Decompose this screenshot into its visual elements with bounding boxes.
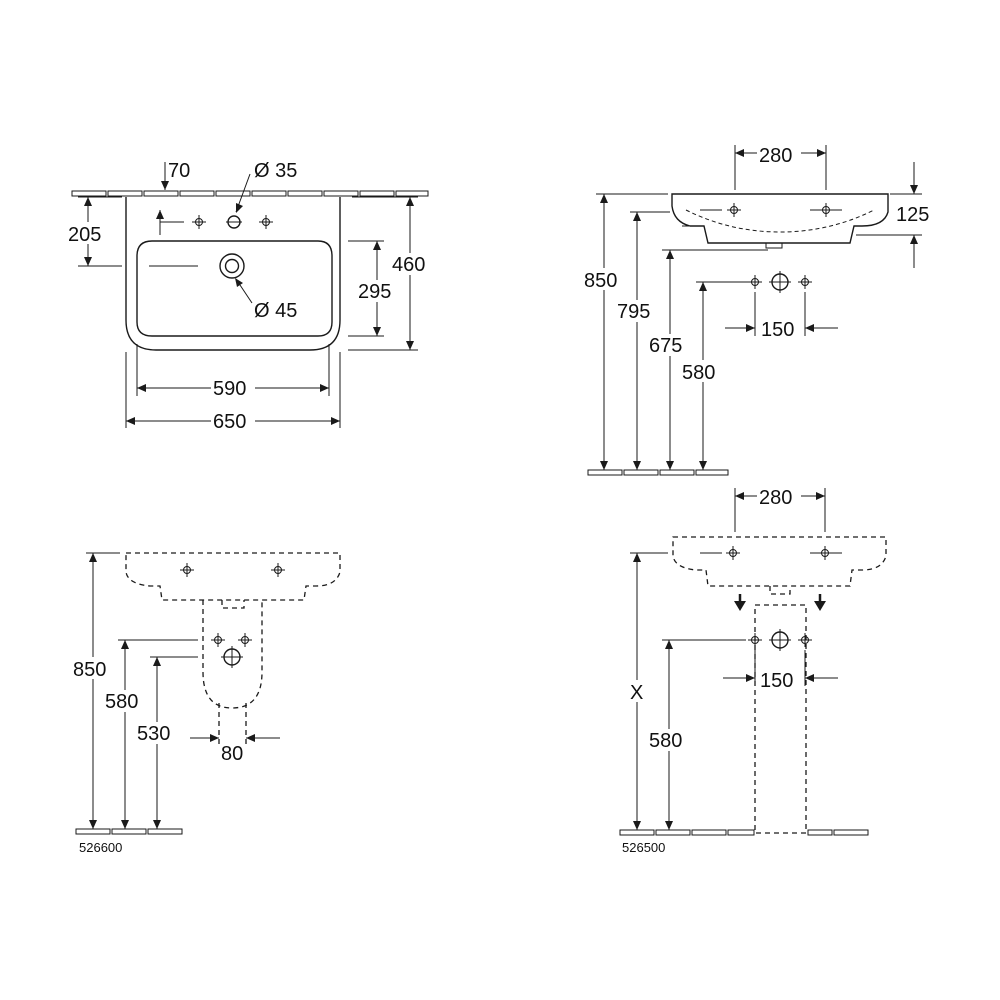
top-view: 70 Ø 35 Ø 45 205 460 295 [64, 160, 434, 433]
tap-hole-icon [258, 214, 274, 230]
basin-outline [125, 197, 341, 351]
dim-295-label: 295 [358, 281, 391, 303]
dim-590-label: 590 [213, 378, 246, 400]
tap-hole-icon [191, 214, 207, 230]
dim-diameter-45-label: Ø 45 [254, 300, 297, 322]
product-code: 526600 [79, 840, 122, 855]
dim-diameter-35-label: Ø 35 [254, 160, 297, 182]
product-code: 526500 [622, 840, 665, 855]
dim-70-label: 70 [168, 160, 190, 182]
dim-650-label: 650 [213, 411, 246, 433]
dim-530-label: 530 [137, 723, 170, 745]
wall-line [71, 190, 429, 197]
floor-line [619, 829, 869, 836]
basin-dashed-outline [125, 552, 341, 601]
basin-dashed-outline [672, 536, 887, 587]
semi-pedestal-view: 850 580 530 80 526600 [72, 552, 341, 855]
dim-850-label: 850 [584, 270, 617, 292]
drain-icon [219, 253, 245, 279]
dim-280-label: 280 [759, 487, 792, 509]
down-arrow-icon [734, 601, 746, 611]
pedestal-dashed [754, 604, 807, 834]
floor-line [75, 828, 183, 835]
dim-205-label: 205 [68, 224, 101, 246]
dim-x-label: X [630, 682, 643, 704]
dim-280-label: 280 [759, 145, 792, 167]
dim-150-label: 150 [761, 319, 794, 341]
dim-795-label: 795 [617, 301, 650, 323]
dim-580-label: 580 [682, 362, 715, 384]
basin-bowl [136, 240, 333, 337]
floor-line [587, 469, 729, 476]
dim-580-label: 580 [649, 730, 682, 752]
dim-150-label: 150 [760, 670, 793, 692]
dim-850-label: 850 [73, 659, 106, 681]
semi-pedestal-dashed [202, 600, 263, 709]
down-arrow-icon [814, 601, 826, 611]
dim-125-label: 125 [896, 204, 929, 226]
basin-outline [671, 193, 889, 244]
connection-icon [747, 274, 763, 290]
dim-580-label: 580 [105, 691, 138, 713]
connection-icon [797, 274, 813, 290]
dim-460-label: 460 [392, 254, 425, 276]
dim-80-label: 80 [221, 743, 243, 765]
pedestal-view: 280 150 [619, 486, 887, 855]
wall-hung-view: 280 125 850 795 [584, 143, 929, 476]
dim-675-label: 675 [649, 335, 682, 357]
